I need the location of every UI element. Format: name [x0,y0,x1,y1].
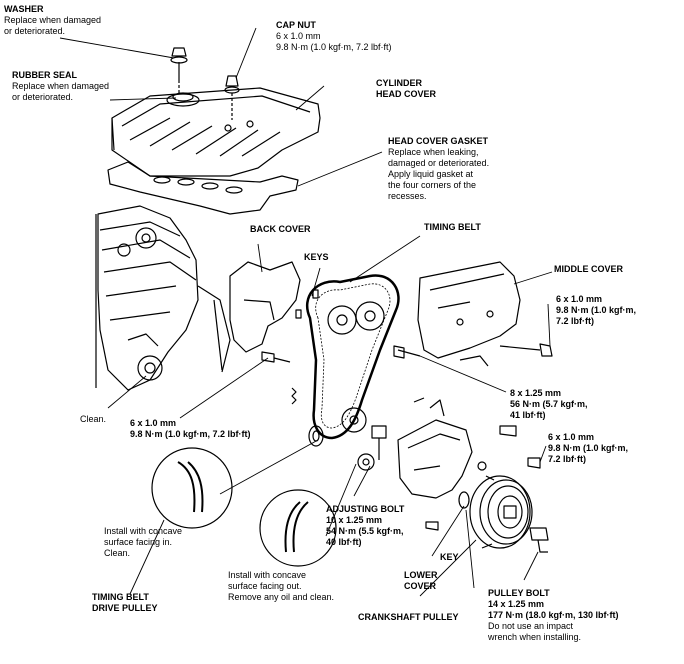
crankshaft-pulley-drawing [469,475,533,549]
head-cover-gasket-drawing [107,161,299,215]
adjusting-bolt-line-2: 54 N·m (5.5 kgf·m, [326,526,404,536]
lower-cover-title-2: COVER [404,581,437,591]
clean-label: Clean. [80,414,106,425]
pulley-bolt-label: PULLEY BOLT 14 x 1.25 mm 177 N·m (18.0 k… [488,588,619,643]
middle-cover-label: MIDDLE COVER [554,264,623,275]
washer-line-2: or deteriorated. [4,26,66,36]
pulley-bolt-line-1: 14 x 1.25 mm [488,599,545,609]
pulley-bolt-line-4: wrench when installing. [488,632,582,642]
timing-belt-drive-pulley-title-1: TIMING BELT [92,592,149,602]
leader-lines [59,27,553,597]
keys-label: KEYS [304,252,329,263]
install-concave-out-line-2: surface facing out. [228,581,302,591]
lower-cover-bolt-line-3: 7.2 lbf·ft) [548,454,586,464]
engine-block-drawing [95,205,199,391]
rubber-seal-line-1: Replace when damaged [12,81,110,91]
lower-cover-bolt-label: 6 x 1.0 mm 9.8 N·m (1.0 kgf·m, 7.2 lbf·f… [548,432,628,465]
middle-cover-bolt-line-3: 7.2 lbf·ft) [556,316,594,326]
washer-title: WASHER [4,4,44,14]
key-title: KEY [440,552,459,562]
install-concave-in-line-1: Install with concave [104,526,183,536]
back-cover-bolt-label: 6 x 1.0 mm 9.8 N·m (1.0 kgf·m, 7.2 lbf·f… [130,418,251,440]
install-concave-out-label: Install with concave surface facing out.… [228,570,334,603]
timing-belt-drawing [305,274,400,440]
head-cover-gasket-line-2: damaged or deteriorated. [388,158,490,168]
keys-title: KEYS [304,252,329,262]
washer-label: WASHER Replace when damaged or deteriora… [4,4,101,37]
pulley-bolt-line-2: 177 N·m (18.0 kgf·m, 130 lbf·ft) [488,610,619,620]
install-concave-in-line-3: Clean. [104,548,131,558]
install-concave-out-line-1: Install with concave [228,570,307,580]
lower-cover-drawing [397,397,473,499]
tensioner-bolt-line-1: 8 x 1.25 mm [510,388,562,398]
rubber-seal-line-2: or deteriorated. [12,92,74,102]
middle-cover-bolt-label: 6 x 1.0 mm 9.8 N·m (1.0 kgf·m, 7.2 lbf·f… [556,294,636,327]
pulley-bolt-line-3: Do not use an impact [488,621,574,631]
middle-cover-bolt-drawing [499,343,553,357]
tensioner-bolt-line-2: 56 N·m (5.7 kgf·m, [510,399,588,409]
back-cover-label: BACK COVER [250,224,311,235]
lower-cover-bolt-line-1: 6 x 1.0 mm [548,432,595,442]
middle-cover-drawing [417,261,521,367]
middle-cover-bolt-line-2: 9.8 N·m (1.0 kgf·m, [556,305,637,315]
cap-nut-title: CAP NUT [276,20,316,30]
adjusting-bolt-drawing [357,425,387,471]
cylinder-head-cover-title-2: HEAD COVER [376,89,437,99]
cap-nuts-drawing [170,47,240,120]
tensioner-bolt-label: 8 x 1.25 mm 56 N·m (5.7 kgf·m, 41 lbf·ft… [510,388,588,421]
middle-cover-title: MIDDLE COVER [554,264,624,274]
back-cover-drawing [197,261,301,373]
middle-cover-bolt-line-1: 6 x 1.0 mm [556,294,603,304]
lower-cover-bolts-drawing [425,425,541,531]
adjusting-bolt-line-1: 10 x 1.25 mm [326,515,383,525]
key-label: KEY [440,552,459,563]
adjusting-bolt-title: ADJUSTING BOLT [326,504,405,514]
head-cover-gasket-line-3: Apply liquid gasket at [388,169,474,179]
timing-belt-title: TIMING BELT [424,222,481,232]
timing-belt-drive-pulley-label: TIMING BELT DRIVE PULLEY [92,592,158,614]
cap-nut-label: CAP NUT 6 x 1.0 mm 9.8 N·m (1.0 kgf·m, 7… [276,20,392,53]
crankshaft-pulley-title: CRANKSHAFT PULLEY [358,612,459,622]
cylinder-head-cover-drawing [111,87,321,177]
adjusting-bolt-label: ADJUSTING BOLT 10 x 1.25 mm 54 N·m (5.5 … [326,504,404,548]
timing-belt-drive-pulley-title-2: DRIVE PULLEY [92,603,158,613]
back-cover-bolt-line-2: 9.8 N·m (1.0 kgf·m, 7.2 lbf·ft) [130,429,251,439]
back-cover-title: BACK COVER [250,224,311,234]
crank-key-drawing [458,491,470,509]
rubber-seal-title: RUBBER SEAL [12,70,78,80]
lower-cover-title-1: LOWER [404,570,438,580]
tensioner-bolt-drawing [393,345,421,359]
cap-nut-line-1: 6 x 1.0 mm [276,31,321,41]
detail-circle-inward [151,447,233,529]
head-cover-gasket-line-5: recesses. [388,191,427,201]
clean-text: Clean. [80,414,107,424]
lower-cover-label: LOWER COVER [404,570,438,592]
lower-cover-bolt-line-2: 9.8 N·m (1.0 kgf·m, [548,443,629,453]
detail-circle-outward [259,489,337,567]
head-cover-gasket-line-1: Replace when leaking, [388,147,479,157]
cylinder-head-cover-label: CYLINDER HEAD COVER [376,78,436,100]
rubber-seal-label: RUBBER SEAL Replace when damaged or dete… [12,70,109,103]
head-cover-gasket-label: HEAD COVER GASKET Replace when leaking, … [388,136,489,202]
adjusting-bolt-line-3: 40 lbf·ft) [326,537,362,547]
pulley-bolt-title: PULLEY BOLT [488,588,550,598]
install-concave-out-line-3: Remove any oil and clean. [228,592,335,602]
washer-line-1: Replace when damaged [4,15,102,25]
spring-drawing [291,387,297,405]
head-cover-gasket-line-4: the four corners of the [388,180,477,190]
back-cover-bolt-line-1: 6 x 1.0 mm [130,418,177,428]
cap-nut-line-2: 9.8 N·m (1.0 kgf·m, 7.2 lbf·ft) [276,42,392,52]
head-cover-gasket-title: HEAD COVER GASKET [388,136,489,146]
crankshaft-pulley-label: CRANKSHAFT PULLEY [358,612,459,623]
tensioner-bolt-line-3: 41 lbf·ft) [510,410,546,420]
back-cover-bolt-drawing [261,351,291,363]
install-concave-in-label: Install with concave surface facing in. … [104,526,182,559]
timing-belt-label: TIMING BELT [424,222,481,233]
pulley-bolt-drawing [529,527,549,553]
install-concave-in-line-2: surface facing in. [104,537,173,547]
cylinder-head-cover-title-1: CYLINDER [376,78,423,88]
